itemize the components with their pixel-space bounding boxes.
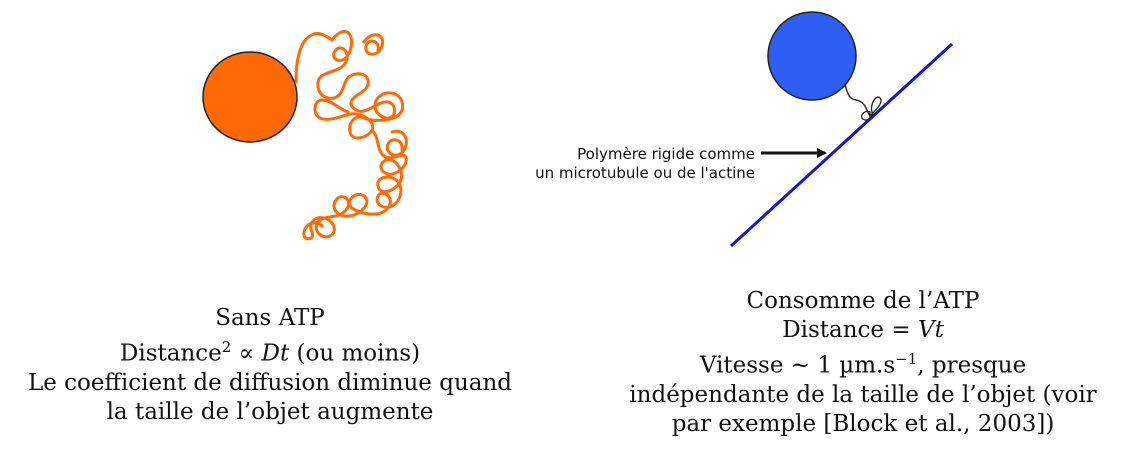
polymer-annotation: Polymère rigide comme un microtubule ou …: [535, 145, 827, 182]
motor-tether: [842, 79, 871, 117]
caption-right-distance: Distance = Vt: [585, 316, 1141, 345]
orange-cargo-ball: [202, 51, 298, 143]
caption-right-line-1: Consomme de l’ATP: [746, 288, 980, 314]
chain-loop-upper: [362, 33, 385, 56]
speed-label: Vitesse ∼ 1 µm.s: [699, 352, 896, 379]
caption-left-line-4: la taille de l’objet augmente: [106, 398, 434, 425]
diffusing-object-group: [202, 29, 408, 241]
rigid-polymer-track: [729, 42, 954, 248]
caption-right-speed: Vitesse ∼ 1 µm.s−1, presque: [585, 345, 1141, 381]
distance-word: Distance: [119, 340, 222, 367]
tangled-polymer-chain: [294, 29, 408, 241]
caption-left-title: Sans ATP: [215, 305, 325, 331]
distance-label: Distance =: [782, 317, 918, 343]
speed-exponent: −1: [895, 350, 918, 368]
caption-with-atp: Consomme de l’ATP Distance = Vt Vitesse …: [585, 287, 1141, 439]
annotation-line-2: un microtubule ou de l'actine: [535, 164, 755, 182]
annotation-line-1: Polymère rigide comme: [577, 145, 755, 163]
dt-term: Dt: [261, 340, 290, 367]
blue-cargo-ball: [767, 11, 857, 101]
speed-note: , presque: [917, 352, 1027, 379]
proportional-sign: ∝: [231, 340, 262, 367]
caption-right-line-5: par exemple [Block et al., 2003]): [671, 410, 1055, 437]
caption-left-line-3: Le coefficient de diffusion diminue quan…: [27, 369, 513, 396]
chain-loop-middle: [385, 129, 408, 157]
distance-note: (ou moins): [289, 340, 421, 367]
distance-exponent: 2: [221, 338, 232, 356]
vt-term: Vt: [917, 317, 944, 343]
caption-right-line-4: indépendante de la taille de l’objet (vo…: [629, 381, 1097, 408]
motor-heads: [860, 96, 882, 121]
caption-without-atp: Sans ATP Distance2 ∝ Dt (ou moins) Le co…: [0, 304, 540, 427]
motor-transport-group: [729, 11, 954, 248]
caption-left-distance: Distance2 ∝ Dt (ou moins): [0, 333, 540, 369]
